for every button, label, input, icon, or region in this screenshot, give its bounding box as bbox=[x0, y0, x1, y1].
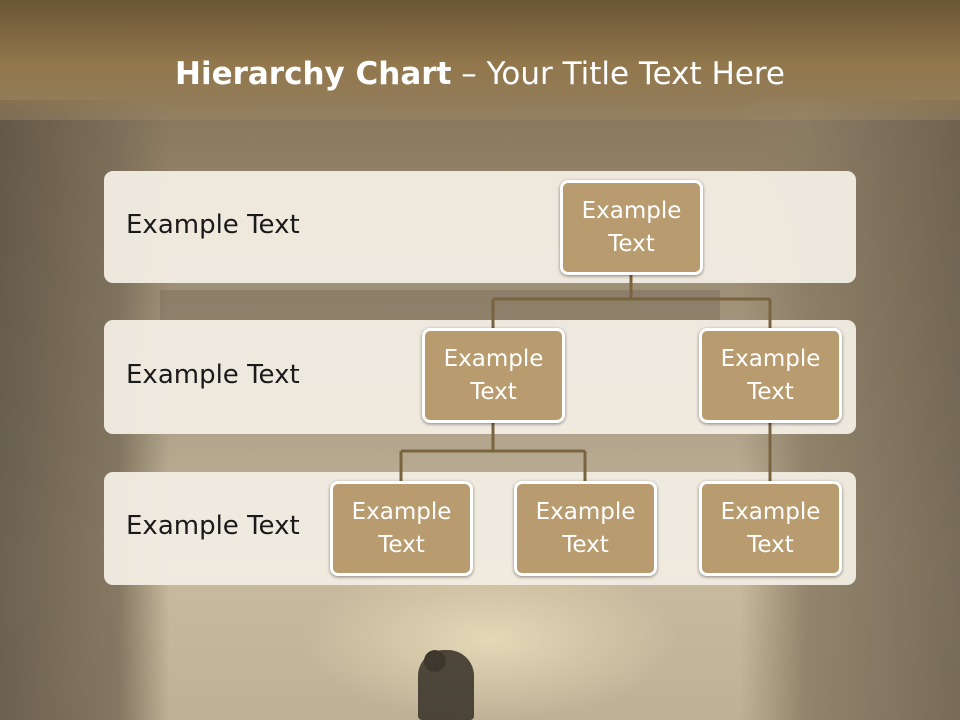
background-bridge bbox=[160, 290, 720, 320]
level-band-1 bbox=[104, 171, 856, 283]
connector-root-to-level2 bbox=[491, 275, 772, 329]
slide-title[interactable]: Hierarchy Chart – Your Title Text Here bbox=[0, 56, 960, 92]
node-root[interactable]: Example Text bbox=[560, 180, 703, 275]
connector-left-to-level3 bbox=[399, 423, 587, 482]
node-level2-left[interactable]: Example Text bbox=[422, 328, 565, 423]
background-water-glow bbox=[300, 560, 680, 720]
node-level3-a[interactable]: Example Text bbox=[330, 481, 473, 576]
node-level2-right[interactable]: Example Text bbox=[699, 328, 842, 423]
title-header-bar bbox=[0, 0, 960, 120]
level-label-3[interactable]: Example Text bbox=[126, 511, 300, 541]
level-label-1[interactable]: Example Text bbox=[126, 210, 300, 240]
level-label-2[interactable]: Example Text bbox=[126, 360, 300, 390]
background-gondolier-head bbox=[424, 650, 446, 672]
node-level3-c[interactable]: Example Text bbox=[699, 481, 842, 576]
slide-title-rest: – Your Title Text Here bbox=[451, 56, 785, 92]
slide-title-bold: Hierarchy Chart bbox=[175, 56, 452, 92]
node-level3-b[interactable]: Example Text bbox=[514, 481, 657, 576]
